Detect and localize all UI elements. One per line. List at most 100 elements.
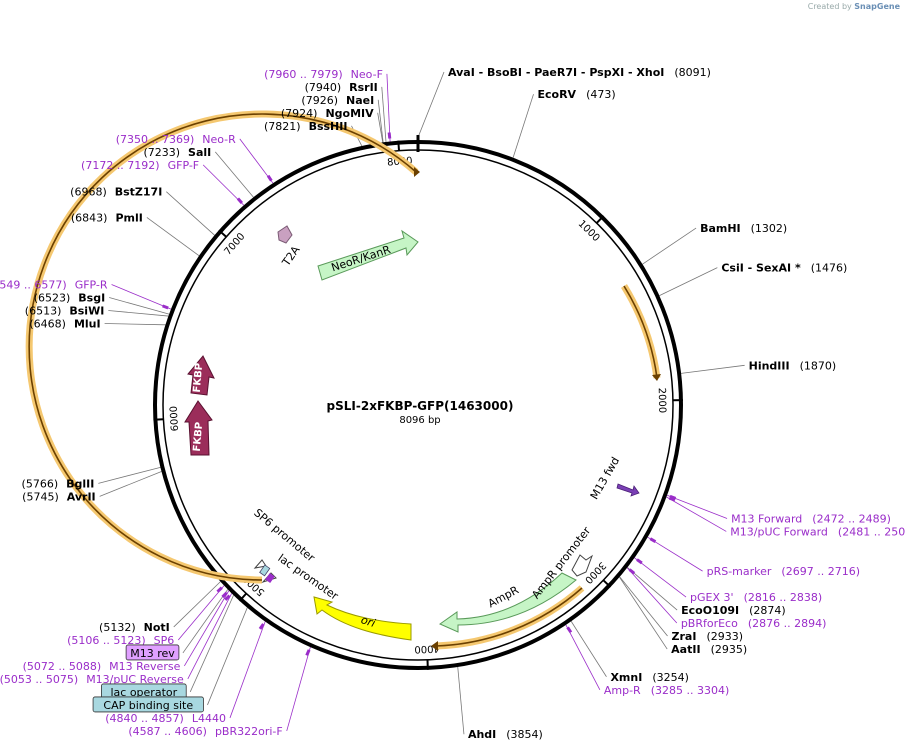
site-name: PmlI <box>115 211 142 224</box>
primer-mark-gfp-r <box>162 304 169 310</box>
site-coord: (7821) <box>264 120 301 133</box>
leader-neo-f <box>386 73 391 142</box>
leader-aatii <box>619 576 668 650</box>
site-name: lac operator <box>110 686 177 699</box>
leader-m13-puc-reverse <box>187 593 232 680</box>
site-text: (7924)NgoMIV <box>281 107 374 120</box>
site-label-bsiwi: (6513)BsiWI <box>25 305 105 318</box>
site-coord: (5745) <box>22 490 59 503</box>
site-coord: (3854) <box>506 728 543 741</box>
site-label-m13-forward: M13 Forward(2472 .. 2489) <box>731 512 891 525</box>
leader-lac-operator <box>189 595 234 693</box>
site-coord: (5072 .. 5088) <box>23 660 102 673</box>
site-text: BamHI(1302) <box>700 222 787 235</box>
site-name: pBRforEco <box>681 617 738 630</box>
site-text: HindIII(1870) <box>749 359 837 372</box>
site-text: ZraI(2933) <box>672 630 744 643</box>
site-label-amp-r: Amp-R(3285 .. 3304) <box>604 684 729 697</box>
site-coord: (5132) <box>99 621 136 634</box>
site-name: BstZ17I <box>115 186 163 199</box>
m13-rev-mark <box>265 573 275 583</box>
orf-arc-left-head <box>414 167 420 177</box>
leader-bsiwi <box>108 310 169 317</box>
site-label-naei: (7926)NaeI <box>301 94 374 107</box>
site-name: Neo-R <box>202 133 236 146</box>
leader-bstz17i <box>166 191 215 236</box>
site-label-ahdi: AhdI(3854) <box>468 728 543 741</box>
site-name: HindIII <box>749 359 790 372</box>
tick-7000 <box>218 229 227 238</box>
site-label-neo-r: (7350 .. 7369)Neo-R <box>116 133 236 146</box>
site-label-sali: (7233)SalI <box>143 146 211 159</box>
site-name: M13 rev <box>130 647 175 660</box>
site-name: RsrII <box>349 81 378 94</box>
site-text: Amp-R(3285 .. 3304) <box>604 684 729 697</box>
site-label-hindiii: HindIII(1870) <box>749 359 837 372</box>
orf-arc-right <box>623 285 658 379</box>
snapgene-credit: Created by SnapGene <box>808 2 900 11</box>
primer-mark-prs-marker <box>649 537 657 543</box>
site-text: XmnI(3254) <box>610 671 688 684</box>
site-text: (7233)SalI <box>143 146 211 159</box>
site-coord: (2816 .. 2838) <box>744 591 823 604</box>
leader-avai-bsobi-paer7i-pspxi-xhoi <box>416 71 445 141</box>
leader-csii-sexai <box>659 267 718 297</box>
site-name: L4440 <box>192 712 226 725</box>
site-label-m13-puc-reverse: (5053 .. 5075)M13/pUC Reverse <box>0 673 184 686</box>
feature-fkbp-2-label: FKBP <box>192 422 206 452</box>
site-text: (4840 .. 4857) L4440 <box>105 712 226 725</box>
leader-pmli <box>146 217 200 257</box>
site-name: M13/pUC Forward <box>730 525 828 538</box>
tick-5000 <box>238 592 248 602</box>
leader-noti <box>173 581 221 628</box>
orf-arc-right-head <box>652 374 661 381</box>
site-name: CAP binding site <box>103 699 193 712</box>
site-text: (6968)BstZ17I <box>70 186 162 199</box>
primer-mark-m13-puc-forward <box>668 496 676 502</box>
site-coord: (4840 .. 4857) <box>105 712 184 725</box>
site-coord: (2481 .. 2503) <box>838 525 906 538</box>
leader-sali <box>214 151 254 198</box>
site-label-neo-f: (7960 .. 7979)Neo-F <box>264 68 383 81</box>
site-label-ecoo109i: EcoO109I(2874) <box>681 604 786 617</box>
site-name: AvrII <box>67 490 96 503</box>
site-name: ZraI <box>672 630 697 643</box>
leader-pgex-3 <box>634 557 687 598</box>
site-label-pgex-3: pGEX 3'(2816 .. 2838) <box>690 591 822 604</box>
site-label-mlui: (6468)MluI <box>29 318 100 331</box>
site-label-bsshii: (7821)BssHII <box>264 120 347 133</box>
credit-brand: SnapGene <box>854 2 900 11</box>
site-text: (7172 .. 7192)GFP-F <box>81 159 199 172</box>
site-coord: (473) <box>586 88 616 101</box>
site-label-l4440: (4840 .. 4857) L4440 <box>105 712 226 725</box>
site-text: (7926)NaeI <box>301 94 374 107</box>
leader-rsrii <box>381 86 387 142</box>
site-name: M13 Forward <box>731 512 802 525</box>
leader-m13-forward <box>666 494 728 519</box>
leader-gfp-r <box>111 284 172 310</box>
site-label-gfp-f: (7172 .. 7192)GFP-F <box>81 159 199 172</box>
tick-8000 <box>397 140 401 151</box>
site-text: (5766)BglII <box>22 477 95 490</box>
site-coord: (7233) <box>143 146 180 159</box>
site-coord: (3254) <box>652 671 689 684</box>
site-label-cap-binding-site: CAP binding site <box>92 696 204 713</box>
leader-ngomiv <box>377 112 384 143</box>
feature-ampr <box>438 572 577 633</box>
primer-marks <box>162 132 677 656</box>
leader-bamhi <box>642 227 697 265</box>
plasmid-size: 8096 bp <box>399 415 440 426</box>
tick-label-7000: 7000 <box>222 231 247 257</box>
feature-m13-fwd <box>616 483 640 497</box>
site-label-gfp-r: (6549 .. 6577)GFP-R <box>0 279 108 292</box>
site-text: (6549 .. 6577)GFP-R <box>0 279 108 292</box>
site-coord: (7940) <box>305 81 342 94</box>
site-coord: (5053 .. 5075) <box>0 673 78 686</box>
site-coord: (3285 .. 3304) <box>651 684 730 697</box>
feature-fkbp-1 <box>187 355 215 396</box>
site-name: EcoRV <box>538 88 577 101</box>
site-label-pbr322ori-f: (4587 .. 4606)pBR322ori-F <box>128 725 282 738</box>
site-text: (5132)NotI <box>99 621 170 634</box>
site-label-m13-reverse: (5072 .. 5088)M13 Reverse <box>23 660 181 673</box>
site-name: BglII <box>66 477 94 490</box>
